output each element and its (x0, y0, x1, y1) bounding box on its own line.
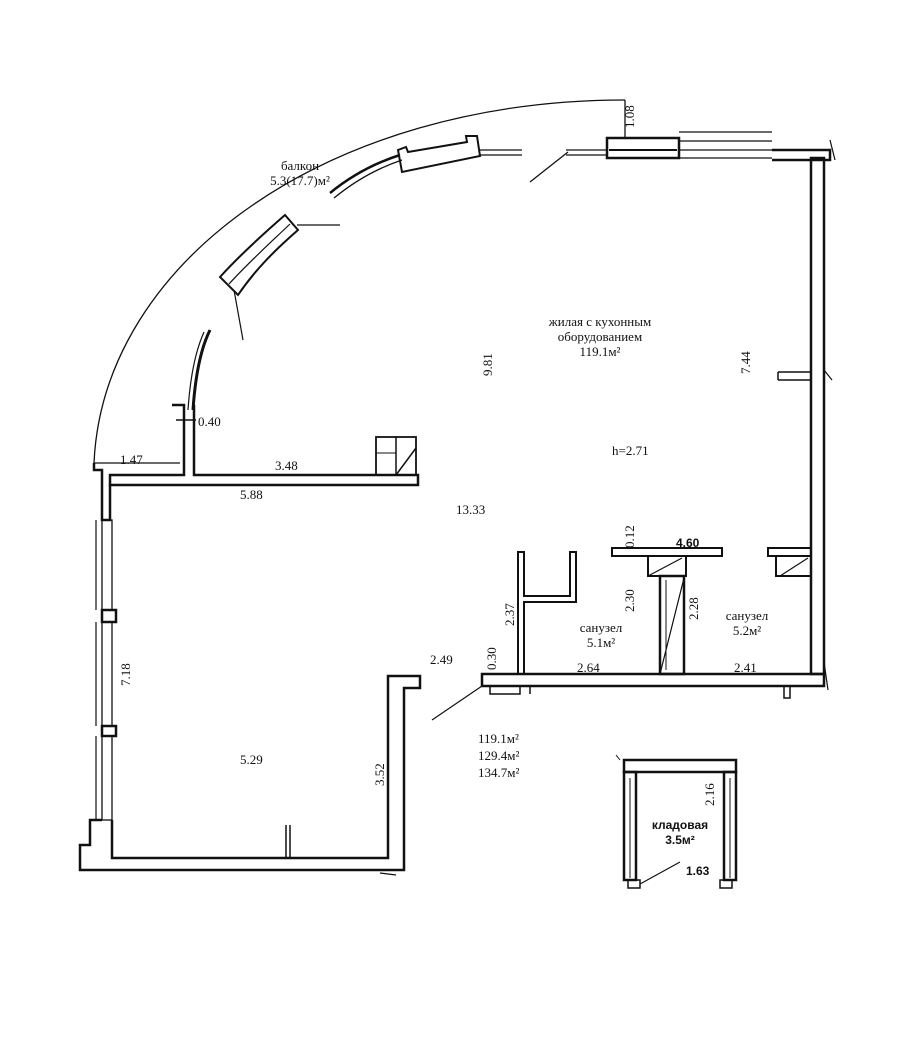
top-wall (605, 131, 836, 162)
balcony-name: балкон (280, 158, 320, 173)
dim-0-30: 0.30 (484, 647, 499, 670)
bathroom-1-label: санузел 5.1м² (566, 620, 636, 650)
total-area: 129.4м² (478, 748, 520, 763)
bathroom-2-name: санузел (725, 608, 769, 623)
bathroom-1-name: санузел (579, 620, 623, 635)
dim-3-52: 3.52 (372, 763, 387, 786)
inner-partition (108, 403, 420, 487)
dim-2-37: 2.37 (502, 603, 517, 626)
living-room-label: жилая с кухонным оборудованием 119.1м² (520, 314, 680, 359)
dim-7-44: 7.44 (738, 351, 753, 374)
dim-13-33: 13.33 (456, 502, 486, 517)
area-totals: 119.1м² 129.4м² 134.7м² (478, 730, 519, 781)
balcony-windows (187, 135, 607, 411)
bathroom-2-area: 5.2м² (732, 623, 762, 638)
dim-7-18: 7.18 (118, 663, 133, 686)
dim-0-40: 0.40 (198, 414, 221, 429)
balcony-area: 5.3(17.7)м² (270, 173, 330, 188)
storage-name: кладовая (651, 818, 709, 832)
total-area-with-balcony: 134.7м² (478, 765, 520, 780)
living-room-area: 119.1м² (579, 344, 621, 359)
dim-1-08: 1.08 (622, 105, 637, 128)
dim-3-48: 3.48 (275, 458, 298, 473)
right-wall (777, 156, 833, 691)
dim-2-16: 2.16 (702, 783, 717, 806)
dim-4-60: 4.60 (676, 536, 700, 550)
storage-area: 3.5м² (665, 833, 695, 847)
dim-9-81: 9.81 (480, 353, 495, 376)
dim-2-64: 2.64 (577, 660, 600, 675)
balcony-outline-arc (93, 99, 626, 464)
dim-1-47: 1.47 (120, 452, 143, 467)
total-living-area: 119.1м² (478, 731, 519, 746)
storage-label: кладовая 3.5м² (640, 818, 720, 848)
dim-5-29: 5.29 (240, 752, 263, 767)
dim-1-63: 1.63 (686, 864, 710, 878)
left-wall (78, 463, 422, 876)
storage-room-walls (615, 754, 738, 889)
dim-2-28: 2.28 (686, 597, 701, 620)
bathroom-walls (431, 547, 826, 721)
dim-2-49: 2.49 (430, 652, 453, 667)
dim-2-30: 2.30 (622, 589, 637, 612)
living-room-name-line2: оборудованием (557, 329, 643, 344)
dim-2-41: 2.41 (734, 660, 757, 675)
dim-0-12: 0.12 (622, 525, 637, 548)
ceiling-height: h=2.71 (612, 443, 649, 458)
dim-5-88: 5.88 (240, 487, 263, 502)
living-room-name-line1: жилая с кухонным (548, 314, 652, 329)
bathroom-1-area: 5.1м² (586, 635, 616, 650)
bathroom-2-label: санузел 5.2м² (712, 608, 782, 638)
balcony-label: балкон 5.3(17.7)м² (250, 158, 350, 188)
